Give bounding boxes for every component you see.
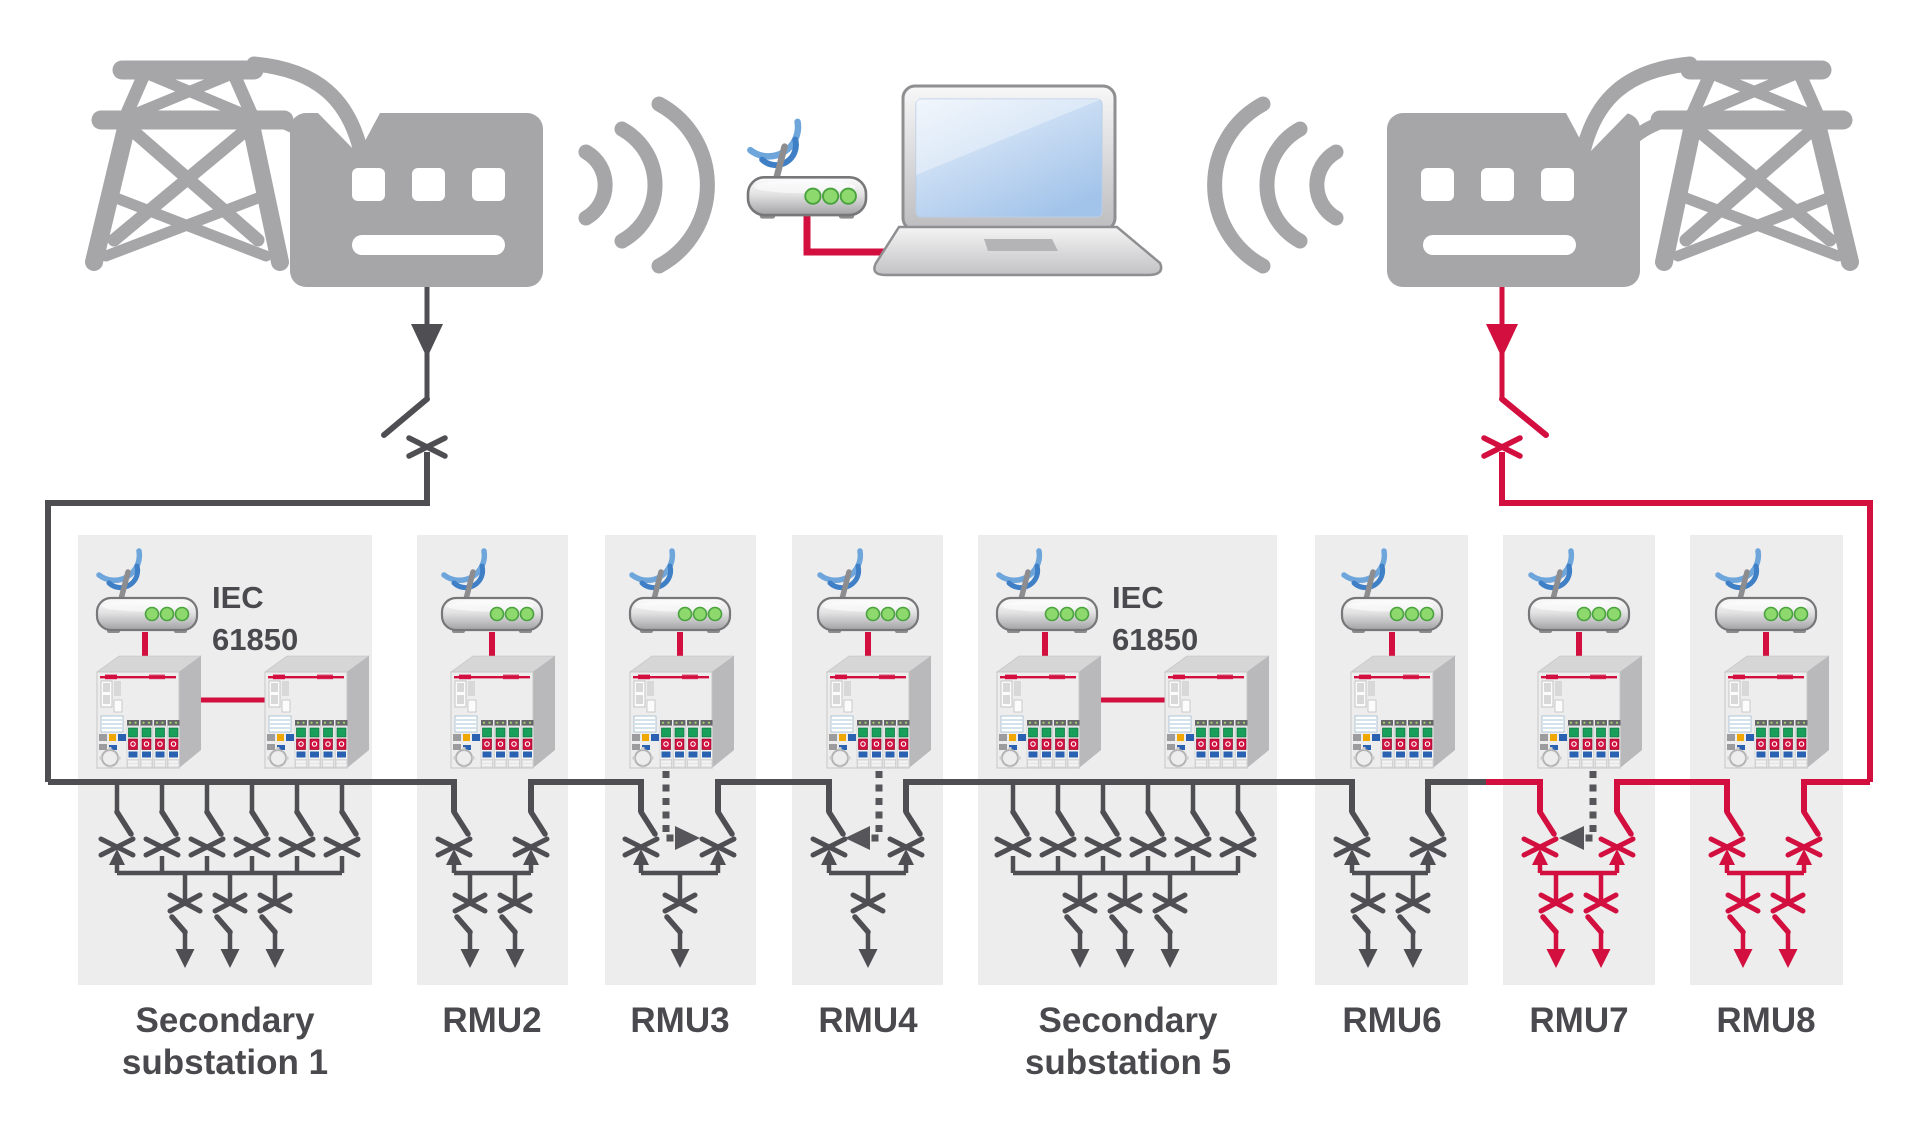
radio-waves-left-icon [578,96,715,274]
iec-61850-label-ss1: IEC 61850 [212,580,298,657]
panel-labels: Secondary substation 1 RMU2 RMU3 RMU4 Se… [122,1001,1816,1082]
rtu-icon [630,656,734,769]
iec-label-line1: IEC [1112,580,1164,615]
panel-label: RMU3 [630,1001,729,1040]
disconnector-blade [1499,396,1549,438]
right-infeed [1481,287,1873,782]
left-infeed [45,287,448,782]
panel-label: RMU7 [1529,1001,1628,1040]
open-point-arrow-left-icon [1559,826,1584,850]
rtu-icon [97,656,201,769]
rtu-icon [1351,656,1455,769]
rtu-icon [265,656,369,769]
transmission-tower-icon [1660,70,1850,262]
panel-label: substation 1 [122,1043,328,1082]
control-center [748,84,1163,277]
power-line-icon [246,56,368,156]
flow-arrow-down [1486,324,1518,358]
flow-arrow-down [411,324,443,358]
switch-contact-x [406,435,448,459]
iec-label-line1: IEC [212,580,264,615]
rtu-icon [1538,656,1642,769]
left-primary-substation [94,56,543,287]
panel-label: RMU8 [1716,1001,1815,1040]
laptop-icon [873,84,1163,277]
iec-label-line2: 61850 [212,622,298,657]
open-point-arrow-left-icon [845,826,870,850]
switch-contact-x [1481,435,1523,459]
power-line-icon [1576,56,1698,156]
rtu-icon [1725,656,1829,769]
radio-waves-right-icon [1207,96,1344,274]
disconnector-blade [381,396,430,438]
right-primary-substation [1387,56,1850,287]
rtu-icon [997,656,1101,769]
open-point-arrow-right-icon [675,826,700,850]
panel-label: RMU4 [818,1001,918,1040]
panel-label: Secondary [136,1001,315,1040]
remote-control-arrows [662,771,1597,842]
transmission-tower-icon [94,70,284,262]
iec-label-line2: 61850 [1112,622,1198,657]
iec-61850-label-ss5: IEC 61850 [1112,580,1198,657]
rtu-icon [827,656,931,769]
panel-label: RMU2 [442,1001,541,1040]
rtu-icon [1165,656,1269,769]
panel-label: substation 5 [1025,1043,1231,1082]
panel-equipment [97,551,1829,769]
ethernet-cable [803,215,890,256]
wifi-router-icon [748,122,866,219]
panel-label: Secondary [1039,1001,1218,1040]
rtu-icon [451,656,555,769]
panel-label: RMU6 [1342,1001,1441,1040]
